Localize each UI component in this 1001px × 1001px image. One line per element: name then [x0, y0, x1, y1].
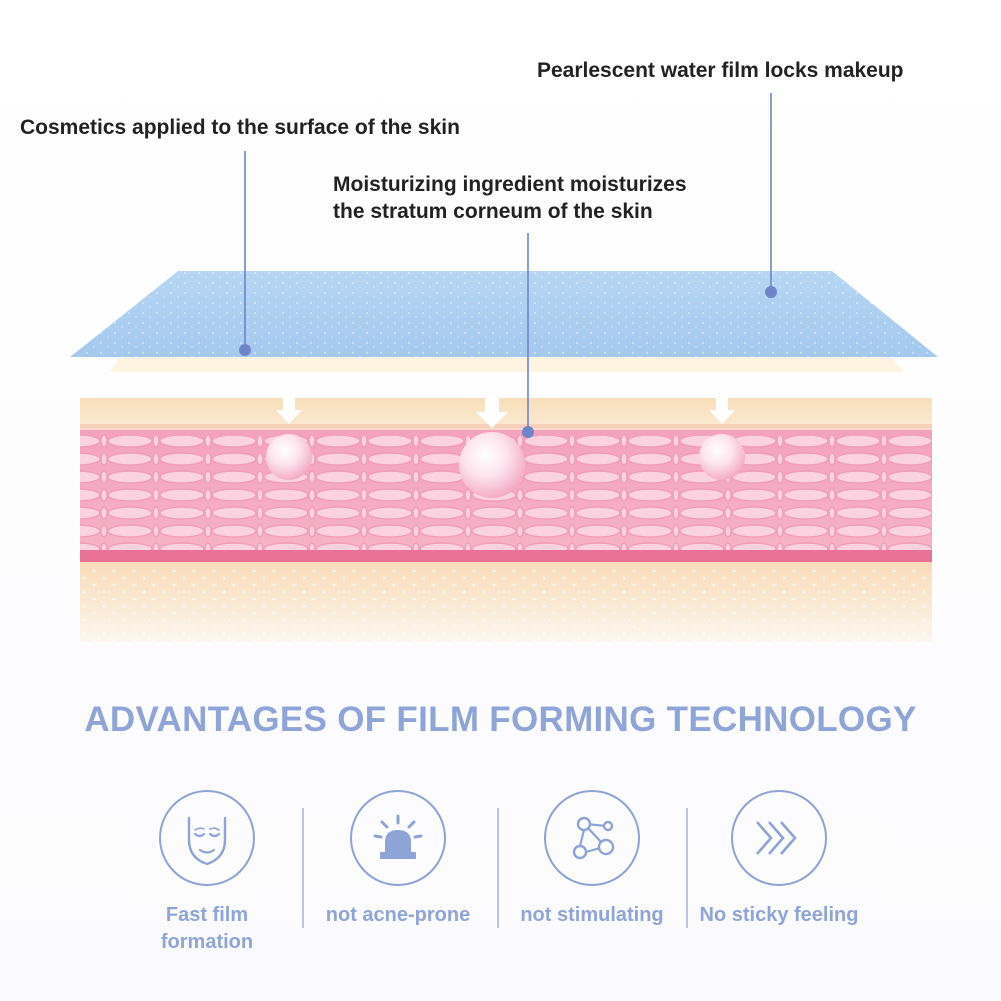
advantage-acne: not acne-prone	[303, 790, 493, 929]
water-film-layer	[70, 271, 938, 372]
down-arrow-icon	[276, 398, 302, 424]
label-moisturizing-line2: the stratum corneum of the skin	[333, 200, 653, 223]
advantage-label-line2: formation	[160, 931, 254, 953]
advantage-stimulating: not stimulating	[497, 790, 687, 929]
alarm-light-icon	[373, 814, 423, 859]
molecule-icon	[572, 816, 615, 860]
moisture-bubble	[459, 432, 525, 498]
advantage-icon-circle	[350, 790, 446, 886]
advantage-sticky: No sticky feeling	[684, 790, 874, 929]
advantage-icon-circle	[544, 790, 640, 886]
chevrons-right-icon	[756, 821, 797, 855]
leader-line-cosmetics	[239, 151, 251, 356]
dermis-layer	[80, 562, 932, 642]
moisture-bubble	[699, 434, 745, 480]
advantage-label: No sticky feeling	[699, 904, 859, 926]
advantage-label: not stimulating	[520, 904, 664, 926]
advantage-icon-circle	[159, 790, 255, 886]
label-cosmetics: Cosmetics applied to the surface of the …	[20, 116, 460, 139]
leader-line-moisturizing	[522, 233, 534, 438]
advantage-icon-circle	[731, 790, 827, 886]
divider	[686, 808, 688, 928]
advantage-label: not acne-prone	[325, 904, 471, 926]
down-arrow-icon	[709, 398, 735, 424]
advantage-fast-film: Fast film formation	[112, 790, 302, 956]
advantage-label-line1: Fast film	[165, 904, 249, 926]
advantage-label: Fast film formation	[112, 902, 302, 956]
skin-layers-diagram	[70, 93, 938, 642]
label-moisturizing-line1: Moisturizing ingredient moisturizes	[333, 173, 687, 196]
down-arrow-icon	[476, 398, 508, 428]
face-icon	[187, 816, 227, 866]
leader-line-pearlescent	[765, 93, 777, 298]
divider	[302, 808, 304, 928]
moisture-bubble	[266, 434, 312, 480]
label-moisturizing: Moisturizing ingredient moisturizes the …	[333, 171, 687, 225]
divider	[497, 808, 499, 928]
advantages-heading: ADVANTAGES OF FILM FORMING TECHNOLOGY	[84, 700, 917, 739]
label-pearlescent-film: Pearlescent water film locks makeup	[537, 59, 904, 82]
